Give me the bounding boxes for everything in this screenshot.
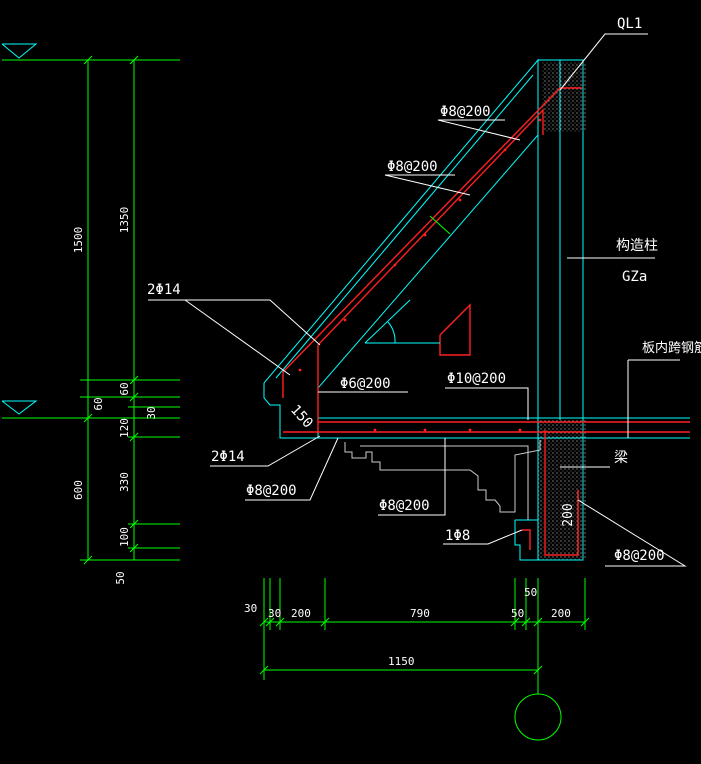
label-150: 150	[287, 402, 316, 432]
cornice-molding	[344, 440, 541, 520]
bottom-dimension-text: 30 30 200 790 50 200 50 1150	[244, 586, 571, 668]
slope-marker	[429, 215, 451, 235]
dim-bottom-30a: 30	[244, 602, 257, 615]
dim-30: 30	[145, 406, 158, 419]
column-hatch-top	[542, 62, 586, 132]
label-rebar-right: Φ8@200	[614, 548, 665, 564]
label-slab-rebar: 板内跨钢筋	[642, 340, 701, 356]
dim-600: 600	[72, 480, 85, 500]
label-ql1: QL1	[617, 16, 642, 32]
label-beam: 梁	[614, 450, 628, 466]
dim-bottom-50b: 50	[524, 586, 537, 599]
rebar-1d8-hook	[522, 529, 531, 550]
left-elevation-dimensions	[1, 43, 180, 565]
dim-bottom-200a: 200	[291, 607, 311, 620]
rebar-dots	[298, 118, 542, 432]
dim-330: 330	[118, 472, 131, 492]
dim-1350: 1350	[118, 207, 131, 234]
dim-bottom-50a: 50	[511, 607, 524, 620]
angle-detail	[364, 299, 440, 344]
label-rebar-top: Φ8@200	[440, 104, 491, 120]
label-2d14-bottom: 2Φ14	[211, 449, 245, 465]
level-marker-top	[1, 43, 38, 59]
rebar-sloped-upper	[282, 87, 582, 398]
dim-bottom-1150: 1150	[388, 655, 415, 668]
label-column-code: GZa	[622, 269, 647, 285]
dim-bottom-30b: 30	[268, 607, 281, 620]
label-rebar-slope: Φ8@200	[387, 159, 438, 175]
label-column-cn: 构造柱	[616, 238, 658, 254]
rebar-icon-detail	[439, 303, 471, 356]
label-phi10: Φ10@200	[447, 371, 506, 387]
dim-120: 120	[118, 418, 131, 438]
dim-1500: 1500	[72, 227, 85, 254]
left-dimension-text: 1500 1350 60 60 30 120 600 330 100 50	[72, 207, 158, 585]
structure-outline	[263, 58, 690, 561]
dim-bottom-200b: 200	[551, 607, 571, 620]
label-200-vertical: 200	[561, 503, 576, 526]
label-phi6: Φ6@200	[340, 376, 391, 392]
rebar-column-stirrup	[544, 430, 579, 556]
rebar	[282, 87, 690, 556]
grid-axis-bubble	[514, 693, 562, 741]
dim-60-lower: 60	[92, 397, 105, 410]
label-rebar-bottom-left: Φ8@200	[246, 483, 297, 499]
level-marker-bottom	[1, 400, 38, 415]
dim-bottom-790: 790	[410, 607, 430, 620]
label-2d14-top: 2Φ14	[147, 282, 181, 298]
bottom-dimensions	[259, 578, 590, 741]
rebar-sloped-lower	[317, 108, 544, 432]
dim-50: 50	[114, 571, 127, 584]
dim-100: 100	[118, 527, 131, 547]
labels: QL1 Φ8@200 Φ8@200 2Φ14 150 Φ6@200 Φ10@20…	[147, 16, 701, 564]
dim-60-upper: 60	[118, 382, 131, 395]
label-rebar-bottom-mid: Φ8@200	[379, 498, 430, 514]
label-1d8: 1Φ8	[445, 528, 470, 544]
leader-lines	[148, 33, 687, 567]
